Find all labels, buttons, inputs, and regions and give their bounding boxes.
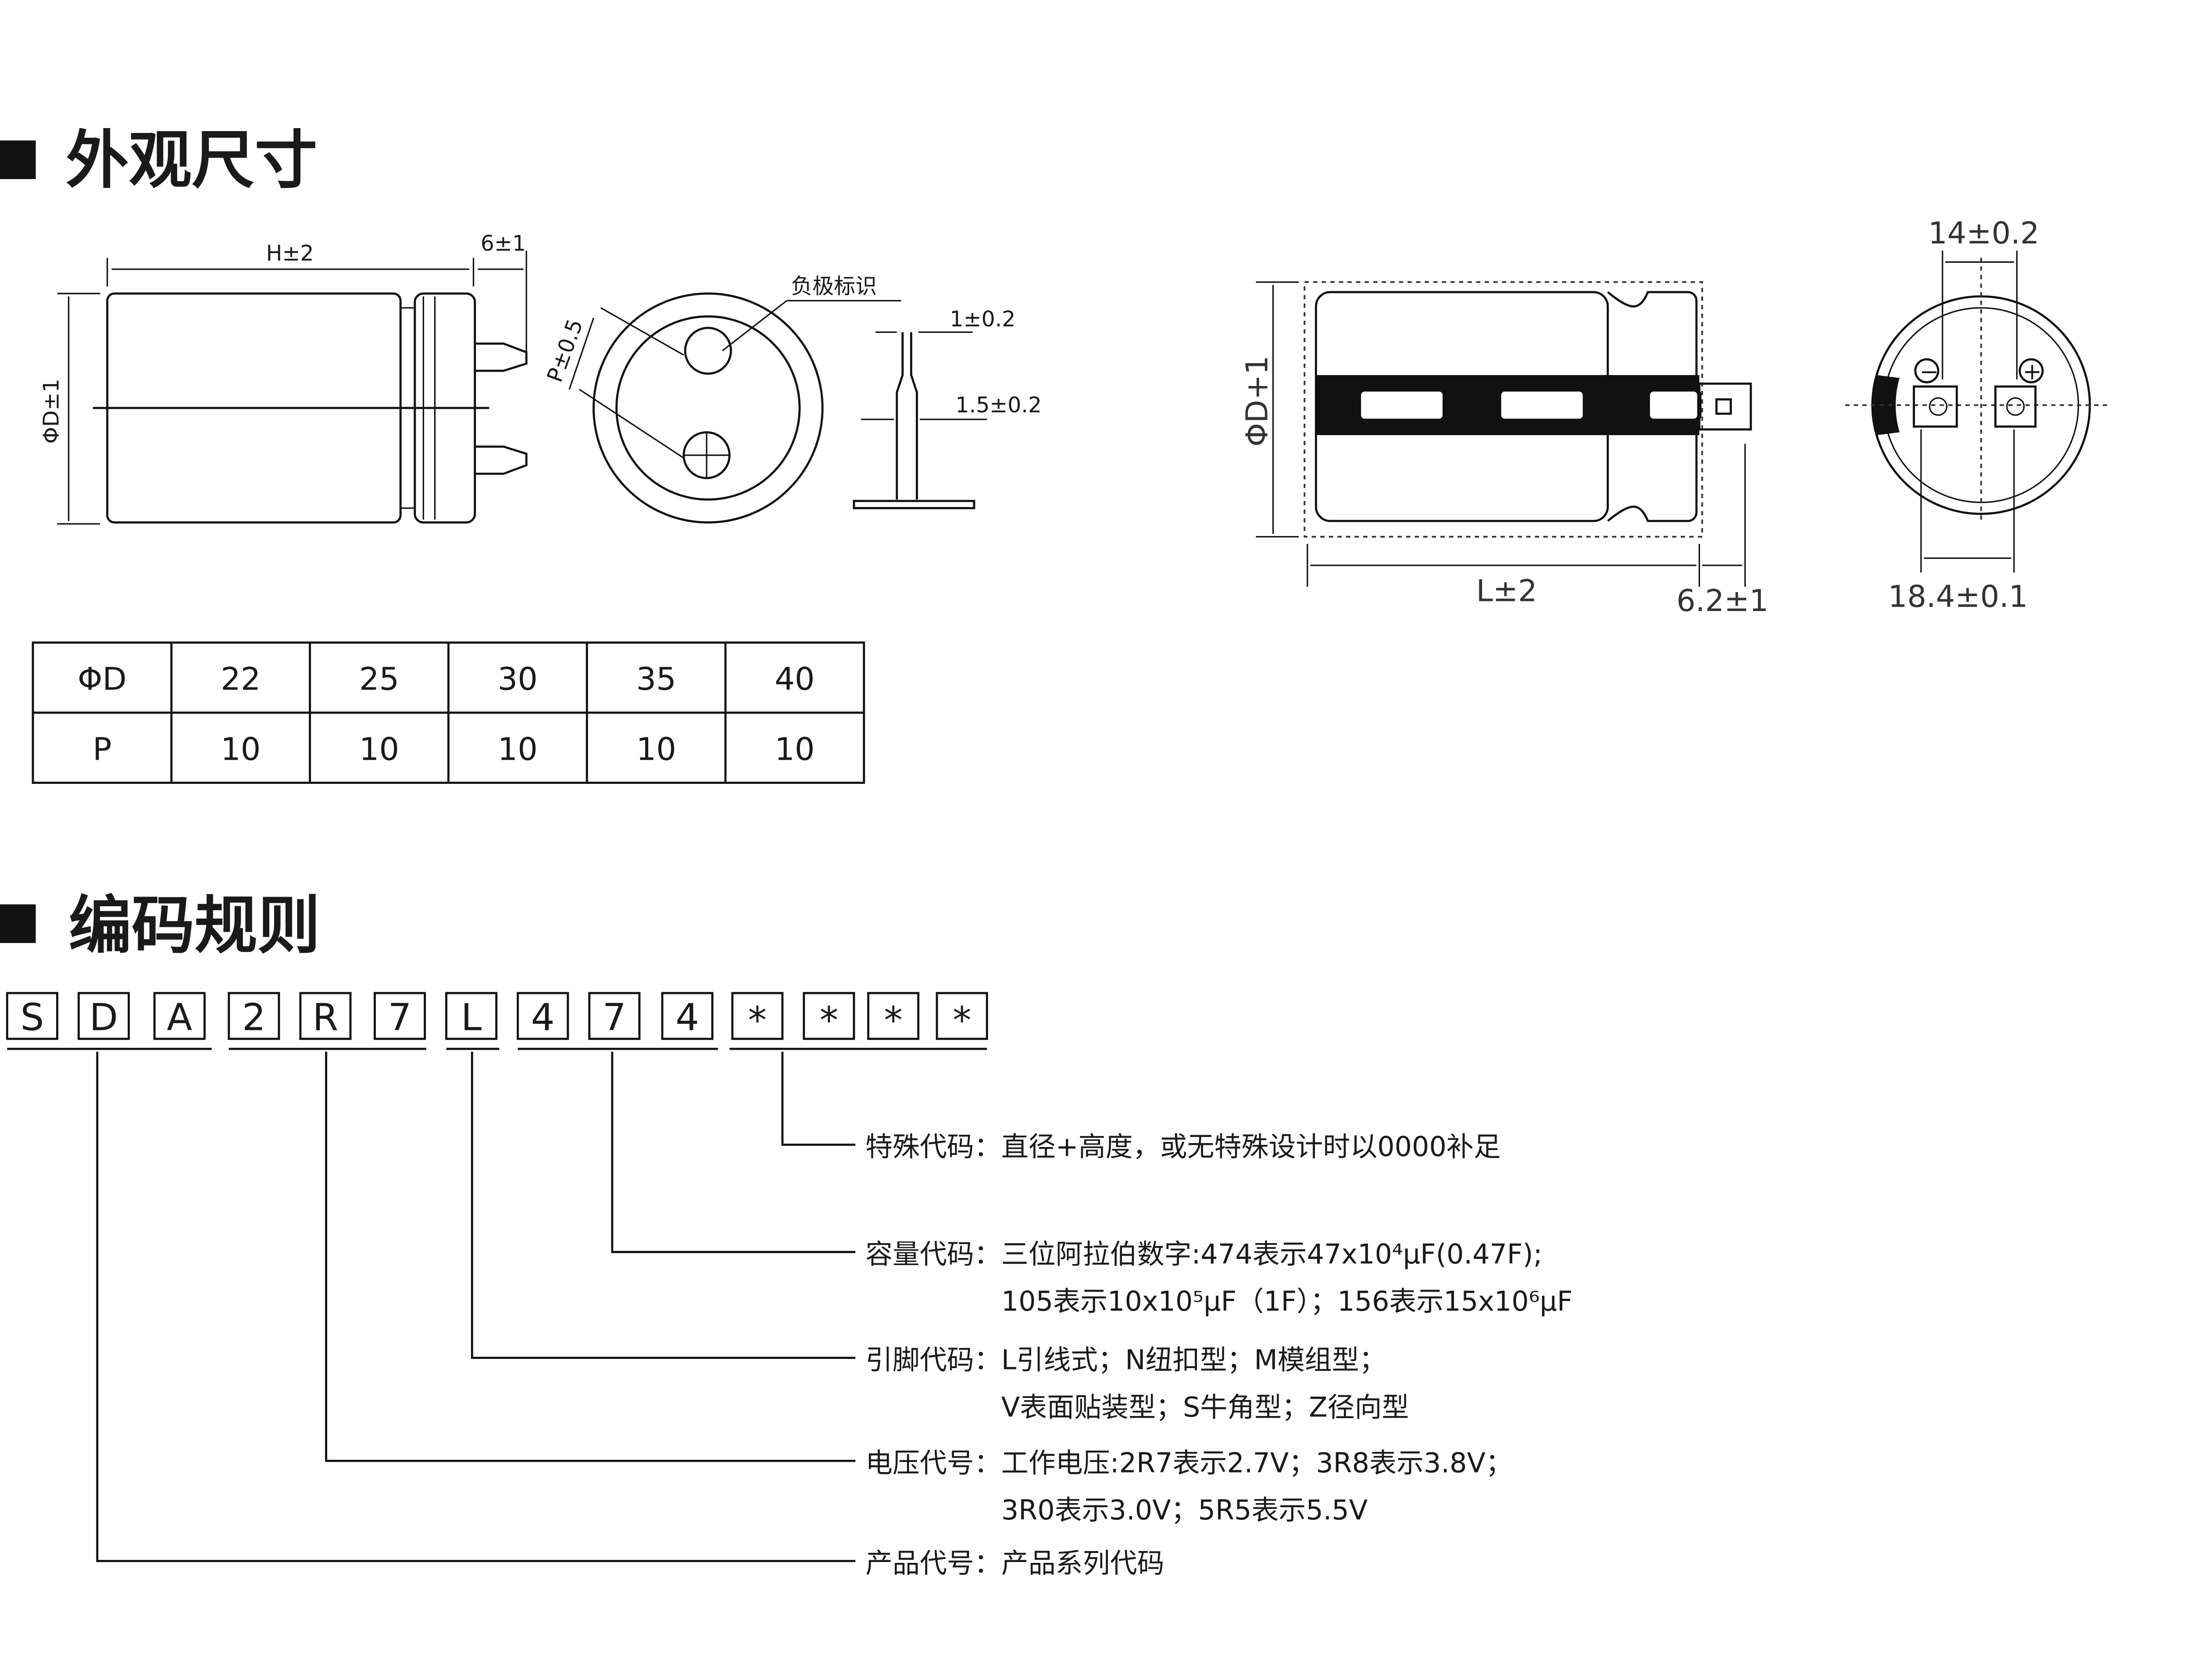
table-cell: 10: [498, 730, 538, 767]
code-box: [374, 992, 426, 1040]
table-cell: 25: [359, 661, 399, 697]
diameter-label: ΦD±1: [39, 379, 64, 443]
rule-text: 产品系列代码: [1001, 1547, 1164, 1579]
code-char: S: [20, 996, 44, 1039]
code-box: [299, 992, 352, 1040]
code-char: *: [748, 998, 767, 1042]
capacitor-bottom-view: P±0.5 负极标识: [542, 274, 901, 524]
code-char: L: [461, 996, 482, 1039]
negative-mark-label: 负极标识: [791, 274, 877, 299]
table-cell: 22: [221, 661, 261, 697]
terminal-label: 6.2±1: [1676, 583, 1768, 618]
code-char: 4: [675, 996, 699, 1039]
pitch-label: P±0.5: [542, 316, 588, 386]
code-char: A: [167, 996, 192, 1039]
capacitor-top-view: − + 14±0.2 18.4±0.1: [1845, 216, 2110, 614]
rule-label: 电压代号：: [865, 1447, 1001, 1479]
rule-label: 容量代码：: [865, 1238, 1001, 1270]
code-char: 2: [242, 996, 266, 1039]
rule-label: 特殊代码：: [865, 1131, 1001, 1163]
table-cell: 10: [221, 730, 261, 767]
code-char: D: [89, 996, 118, 1039]
code-box: [517, 992, 569, 1040]
code-char: R: [312, 996, 338, 1039]
code-box: [6, 992, 58, 1040]
leader-line: [611, 1051, 856, 1253]
code-box: [228, 992, 280, 1040]
code-char: 4: [531, 996, 555, 1039]
positive-terminal-icon: +: [2022, 359, 2042, 385]
height-label: H±2: [266, 241, 314, 266]
code-char: 7: [388, 996, 412, 1039]
right-diameter-label: ΦD+1: [1240, 356, 1275, 447]
table-cell: 30: [498, 661, 538, 697]
rule-text: 直径+高度，或无特殊设计时以0000补足: [1001, 1131, 1501, 1163]
leader-line: [96, 1051, 856, 1562]
lead-length-label: 6±1: [481, 231, 526, 256]
rule-text: 3R0表示3.0V；5R5表示5.5V: [1001, 1494, 1368, 1526]
code-box: [661, 992, 714, 1040]
table-cell: 10: [359, 730, 399, 767]
leader-line: [325, 1051, 856, 1462]
table-cell: 40: [775, 661, 814, 697]
rule-text: 三位阿拉伯数字:474表示47x10⁴μF(0.47F);: [1001, 1238, 1543, 1270]
code-box: [153, 992, 206, 1040]
coding-rules: 特殊代码：直径+高度，或无特殊设计时以0000补足容量代码：三位阿拉伯数字:47…: [96, 1051, 1573, 1579]
pin-width-label: 1±0.2: [950, 307, 1015, 332]
code-box: [731, 992, 784, 1040]
rule-text: L引线式；N纽扣型；M模组型；: [1001, 1344, 1386, 1376]
negative-terminal-icon: −: [1920, 359, 1939, 385]
table-cell: P: [93, 730, 111, 767]
heading-bullet-icon: [0, 904, 36, 943]
pitch-table: ΦD 22 25 30 35 40P 10 10 10 10 10: [32, 641, 865, 784]
heading-bullet-icon: [0, 140, 36, 179]
leader-line: [781, 1051, 856, 1146]
rule-text: 工作电压:2R7表示2.7V；3R8表示3.8V；: [1001, 1447, 1513, 1479]
section-title-dimensions: 外观尺寸: [66, 124, 318, 197]
table-cell: 10: [636, 730, 676, 767]
code-box: [588, 992, 641, 1040]
section-title-coding: 编码规则: [69, 889, 321, 962]
pin-detail: 1±0.2 1.5±0.2: [853, 307, 1042, 509]
code-char: 7: [603, 996, 626, 1039]
code-boxes: S D A 2 R 7 L 4 7 4 * * * *: [6, 992, 988, 1042]
code-char: *: [884, 998, 902, 1042]
rule-text: V表面贴装型；S牛角型；Z径向型: [1001, 1391, 1409, 1423]
table-cell: 35: [636, 661, 676, 697]
code-char: *: [953, 998, 971, 1042]
rule-label: 引脚代码：: [865, 1344, 1001, 1376]
length-label: L±2: [1476, 573, 1537, 608]
top-spacing-label: 14±0.2: [1928, 216, 2039, 251]
rule-text: 105表示10x10⁵μF（1F）；156表示15x10⁶μF: [1001, 1285, 1573, 1317]
code-box: [936, 992, 988, 1040]
bottom-spacing-label: 18.4±0.1: [1888, 579, 2028, 614]
rule-label: 产品代号：: [865, 1547, 1001, 1579]
code-box: [867, 992, 920, 1040]
code-box: [445, 992, 498, 1040]
table-cell: 10: [775, 730, 814, 767]
leader-line: [471, 1051, 856, 1359]
code-box: [77, 992, 130, 1040]
capacitor-right-view: ΦD+1 L±2 6.2±1: [1240, 281, 1768, 618]
capacitor-side-view: H±2 6±1 ΦD±1: [39, 231, 528, 525]
table-cell: ΦD: [78, 661, 127, 697]
code-box: [803, 992, 855, 1040]
pin-base-label: 1.5±0.2: [956, 393, 1042, 418]
code-char: *: [820, 998, 838, 1042]
